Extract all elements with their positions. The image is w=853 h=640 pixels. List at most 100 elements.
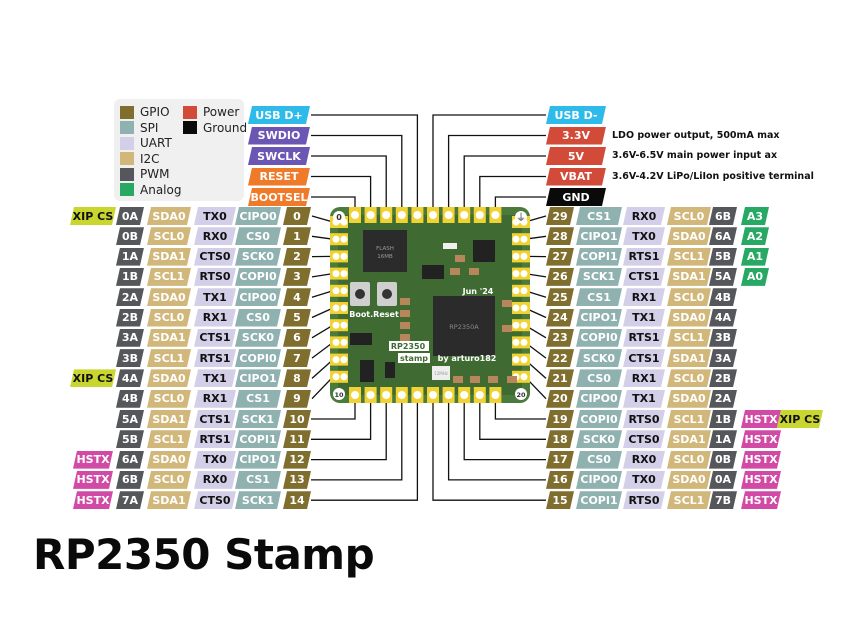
i2c-tag: SCL0 xyxy=(147,309,191,327)
legend-swatch xyxy=(120,152,134,165)
spi-tag: CS0 xyxy=(235,227,281,245)
spi-tag: SCK0 xyxy=(235,248,281,266)
spi-tag: SCK0 xyxy=(576,349,622,367)
pwm-tag: 6A xyxy=(116,451,144,469)
wire xyxy=(311,392,419,501)
wire xyxy=(311,272,334,278)
pin-swclk-tag: SWCLK xyxy=(248,147,310,165)
gpio-24-tag: 24 xyxy=(546,309,574,327)
pin-3-3v-tag: 3.3V xyxy=(546,127,606,145)
legend-item-i2c: I2C xyxy=(120,152,160,166)
wire xyxy=(311,235,334,240)
pwm-tag: 5B xyxy=(116,430,144,448)
wire xyxy=(479,392,546,440)
capacitor xyxy=(469,268,479,275)
spi-tag: COPI0 xyxy=(235,268,281,286)
gpio-19-tag: 19 xyxy=(546,410,574,428)
i2c-tag: SDA1 xyxy=(667,430,711,448)
pin-note: 3.6V-4.2V LiPo/LiIon positive terminal xyxy=(612,170,814,182)
uart-tag: RX1 xyxy=(194,390,236,408)
wire xyxy=(447,392,546,481)
uart-tag: RTS0 xyxy=(194,268,236,286)
pwm-tag: 6B xyxy=(116,471,144,489)
pin-10-marker xyxy=(333,388,345,400)
pwm-tag: 5A xyxy=(709,268,737,286)
uart-tag: CTS1 xyxy=(623,349,665,367)
gpio-2-tag: 2 xyxy=(283,248,311,266)
i2c-tag: SCL1 xyxy=(147,349,191,367)
gpio-20-tag: 20 xyxy=(546,390,574,408)
hstx-tag: HSTX xyxy=(73,451,113,469)
uart-tag: TX1 xyxy=(623,390,665,408)
pin-20-marker xyxy=(515,388,527,400)
pwm-tag: 2B xyxy=(116,309,144,327)
i2c-tag: SCL0 xyxy=(667,451,711,469)
gpio-7-tag: 7 xyxy=(283,349,311,367)
gpio-6-tag: 6 xyxy=(283,329,311,347)
uart-tag: CTS0 xyxy=(194,248,236,266)
uart-tag: RTS1 xyxy=(194,430,236,448)
legend-item-power: Power xyxy=(183,105,239,119)
page-title: RP2350 Stamp xyxy=(33,530,375,579)
gpio-1-tag: 1 xyxy=(283,227,311,245)
uart-tag: TX0 xyxy=(194,451,236,469)
i2c-tag: SDA1 xyxy=(147,248,191,266)
legend-label: Power xyxy=(203,105,240,119)
uart-tag: CTS0 xyxy=(194,491,236,509)
spi-tag: CS1 xyxy=(576,288,622,306)
corner-label-0: 0 xyxy=(336,213,342,222)
gpio-15-tag: 15 xyxy=(546,491,574,509)
gpio-10-tag: 10 xyxy=(283,410,311,428)
uart-tag: RTS1 xyxy=(623,329,665,347)
author-label: by arturo182 xyxy=(438,354,497,363)
i2c-tag: SCL0 xyxy=(147,227,191,245)
wire xyxy=(311,114,419,210)
gpio-22-tag: 22 xyxy=(546,349,574,367)
wire xyxy=(311,196,356,210)
pwm-tag: 2A xyxy=(116,288,144,306)
pwm-tag: 0A xyxy=(709,471,737,489)
legend-label: GPIO xyxy=(140,105,170,119)
gpio-3-tag: 3 xyxy=(283,268,311,286)
pwm-tag: 2B xyxy=(709,369,737,387)
wire xyxy=(311,341,334,359)
crystal xyxy=(432,366,450,380)
pwm-tag: 4B xyxy=(116,390,144,408)
rp2350a-chip xyxy=(433,296,495,356)
pwm-tag: 4B xyxy=(709,288,737,306)
i2c-tag: SCL1 xyxy=(667,410,711,428)
legend-item-ground: Ground xyxy=(183,121,247,135)
wire xyxy=(494,196,546,210)
pwm-tag: 5A xyxy=(116,410,144,428)
i2c-tag: SDA0 xyxy=(667,227,711,245)
wire xyxy=(311,290,334,298)
hstx-tag: HSTX xyxy=(741,451,781,469)
uart-tag: CTS0 xyxy=(623,430,665,448)
spi-tag: CIPO1 xyxy=(576,309,622,327)
pwm-tag: 4A xyxy=(116,369,144,387)
gpio-12-tag: 12 xyxy=(283,451,311,469)
uart-tag: RTS1 xyxy=(194,349,236,367)
spi-tag: COPI1 xyxy=(235,430,281,448)
wire xyxy=(311,175,372,210)
uart-tag: TX1 xyxy=(194,369,236,387)
i2c-tag: SCL0 xyxy=(667,369,711,387)
wire xyxy=(311,359,334,379)
capacitor xyxy=(400,310,410,317)
gpio-25-tag: 25 xyxy=(546,288,574,306)
corner-label-20: 20 xyxy=(516,391,526,399)
hstx-tag: HSTX xyxy=(73,471,113,489)
gpio-4-tag: 4 xyxy=(283,288,311,306)
capacitor xyxy=(470,376,480,383)
spi-tag: CS1 xyxy=(576,207,622,225)
board-name-label: RP2350 xyxy=(391,342,426,351)
flash-chip xyxy=(363,230,407,272)
xip-cs-tag: XIP CS xyxy=(70,207,116,225)
pwm-tag: 3B xyxy=(116,349,144,367)
legend-swatch xyxy=(120,105,134,119)
i2c-tag: SCL0 xyxy=(147,390,191,408)
capacitor xyxy=(488,376,498,383)
capacitor xyxy=(400,322,410,329)
spi-tag: CIPO0 xyxy=(576,390,622,408)
